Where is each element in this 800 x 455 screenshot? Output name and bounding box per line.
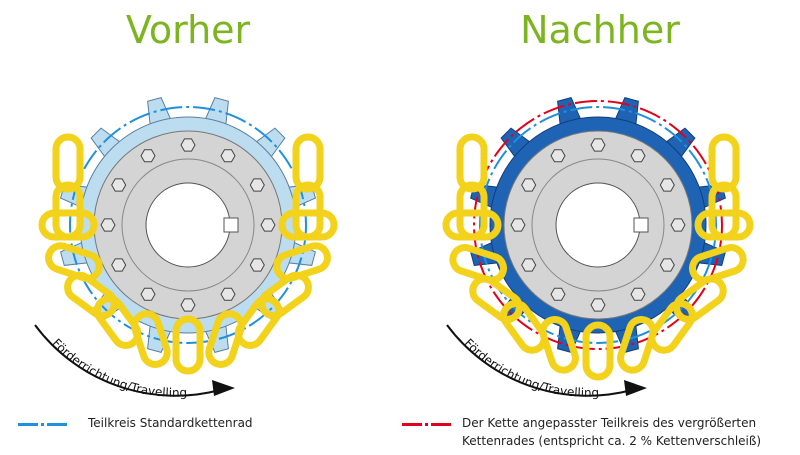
- bolt-hex-icon: [550, 287, 566, 301]
- arrowhead-icon: [212, 380, 235, 396]
- hub-ring: [121, 158, 255, 292]
- pitch-circle-standard: [479, 106, 717, 344]
- hub-bore: [555, 182, 641, 268]
- bolt-hex-icon: [249, 178, 265, 192]
- chain-link: [64, 271, 118, 320]
- bolt-hex-icon: [521, 258, 537, 272]
- sprocket-after: [442, 97, 754, 381]
- chain-link: [500, 300, 548, 354]
- bolt-hex-icon: [630, 287, 646, 301]
- direction-arrow-after: [446, 324, 633, 397]
- hub-bore: [145, 182, 231, 268]
- keyway: [223, 217, 239, 233]
- chain-link: [456, 181, 488, 241]
- keyway: [633, 217, 649, 233]
- bolt-hex-icon: [670, 218, 686, 232]
- chain-link: [205, 310, 245, 368]
- chain-link: [93, 295, 142, 349]
- chain-link: [456, 133, 488, 193]
- chain-link: [469, 275, 523, 323]
- bolt-hex-icon: [111, 178, 127, 192]
- bolt-hex-icon: [630, 149, 646, 163]
- direction-label-after: Förderrichtung/Travelling: [461, 336, 599, 400]
- sprocket-before: [38, 97, 338, 375]
- legend-adapted: Der Kette angepasster Teilkreis des verg…: [462, 414, 761, 450]
- chain-link: [172, 315, 204, 375]
- bolt-hex-icon: [220, 149, 236, 163]
- bolt-hex-icon: [220, 287, 236, 301]
- chain-link: [292, 133, 324, 193]
- legend-adapted-line1: Der Kette angepasster Teilkreis des verg…: [462, 416, 757, 430]
- bolt-hex-icon: [659, 258, 675, 272]
- bolt-hex-icon: [180, 298, 196, 312]
- pitch-circle-adapted: [473, 100, 723, 350]
- bolt-hex-icon: [140, 149, 156, 163]
- bolt-hex-icon: [260, 218, 276, 232]
- bolt-hex-icon: [140, 287, 156, 301]
- chain-link: [45, 242, 103, 282]
- chain-link: [258, 271, 312, 320]
- bolt-hex-icon: [590, 138, 606, 152]
- chain-link: [539, 315, 579, 374]
- chain-link: [688, 244, 747, 284]
- chain-link: [708, 133, 740, 193]
- title-before: Vorher: [126, 8, 251, 52]
- legend-red-dashdot: [402, 423, 452, 426]
- chain-link: [52, 181, 84, 241]
- chain-link: [234, 295, 283, 349]
- chain-link: [449, 244, 508, 284]
- pitch-circle-standard: [69, 106, 307, 344]
- bolt-hex-icon: [659, 178, 675, 192]
- bolt-hex-icon: [100, 218, 116, 232]
- bolt-hex-icon: [249, 258, 265, 272]
- chain-link: [52, 133, 84, 193]
- hub-ring: [531, 158, 665, 292]
- chain-link: [582, 321, 614, 381]
- bolt-hex-icon: [590, 298, 606, 312]
- chain-link: [292, 181, 324, 241]
- legend-blue-dashdot: [18, 423, 68, 426]
- direction-arrow-before: [34, 324, 221, 397]
- chain-link: [673, 275, 727, 323]
- title-after: Nachher: [520, 8, 680, 52]
- chain-link: [273, 242, 331, 282]
- bolt-hex-icon: [111, 258, 127, 272]
- chain-link: [648, 300, 696, 354]
- bolt-hex-icon: [550, 149, 566, 163]
- chain-link: [617, 315, 657, 374]
- chain-link: [131, 310, 171, 368]
- legend-standard: Teilkreis Standardkettenrad: [88, 416, 253, 430]
- arrowhead-icon: [624, 380, 647, 396]
- bolt-hex-icon: [521, 178, 537, 192]
- legend-adapted-line2: Kettenrades (entspricht ca. 2 % Kettenve…: [462, 434, 762, 448]
- bolt-hex-icon: [510, 218, 526, 232]
- chain-link: [708, 181, 740, 241]
- bolt-hex-icon: [180, 138, 196, 152]
